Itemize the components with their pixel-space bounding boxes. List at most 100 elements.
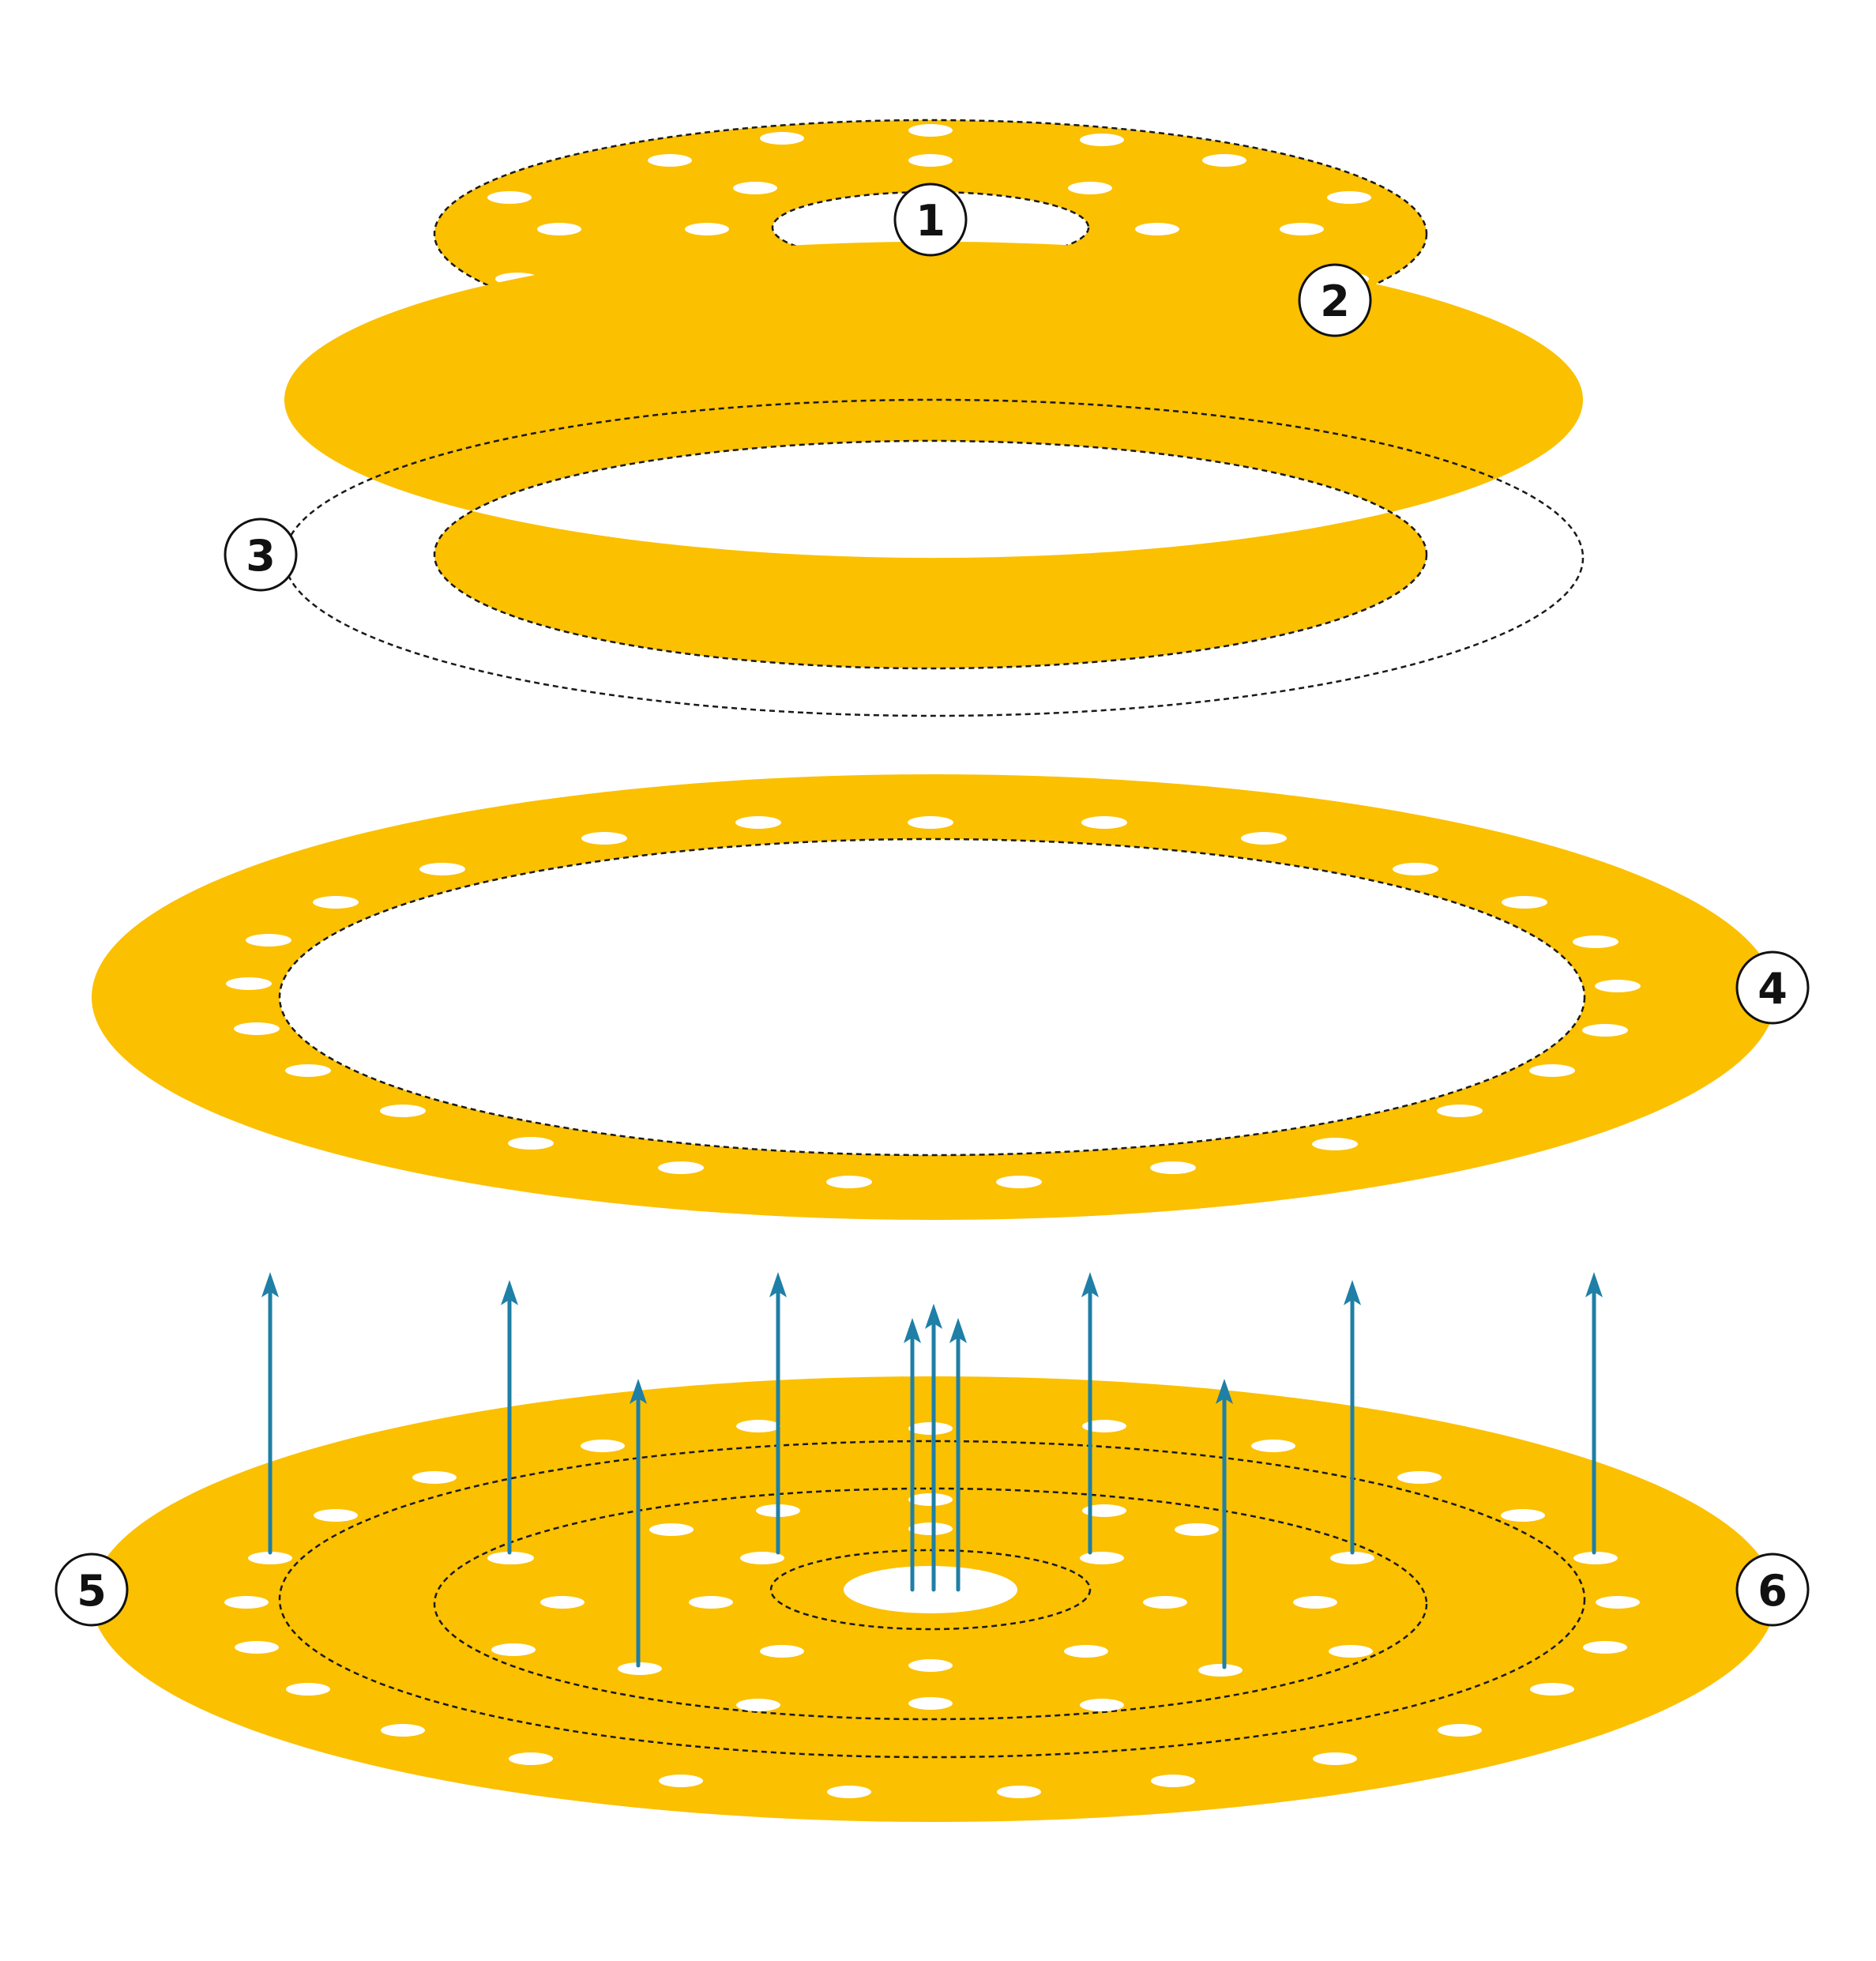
base-disc-hole: [314, 1509, 358, 1522]
base-disc-perforations: [224, 1420, 1640, 1798]
top-disc-hole: [685, 223, 729, 235]
top-disc-hole: [1080, 134, 1124, 146]
perforated-ring-hole: [226, 977, 272, 990]
base-disc-hole: [1596, 1596, 1640, 1609]
callout-1: 1: [893, 183, 968, 257]
perforated-ring-hole: [1595, 980, 1641, 992]
airflow-arrows: [261, 1272, 1603, 1669]
callout-6-label: 6: [1758, 1566, 1788, 1616]
perforated-ring-perforations: [226, 816, 1641, 1188]
perforated-ring-hole: [996, 1176, 1042, 1188]
arrow-up-icon: [261, 1272, 279, 1555]
base-disc-hole: [736, 1420, 780, 1432]
perforated-ring-hole: [419, 863, 465, 875]
perforated-ring-hole: [1150, 1161, 1196, 1174]
callout-3: 3: [224, 518, 298, 592]
base-disc-hole: [1573, 1552, 1618, 1564]
arrow-up-icon: [769, 1272, 787, 1555]
callout-4-label: 4: [1758, 964, 1788, 1014]
base-disc-hole: [540, 1596, 585, 1609]
perforated-ring-hole: [581, 832, 627, 845]
perforated-ring-hole: [234, 1022, 280, 1035]
top-disc-hole: [487, 191, 532, 204]
perforated-ring-hole: [1393, 863, 1438, 875]
base-disc-hole: [1151, 1775, 1195, 1787]
callout-1-label: 1: [915, 196, 946, 246]
perforated-ring-body: [92, 774, 1776, 1220]
layer-perforated-ring: [92, 774, 1776, 1220]
arrow-up-icon: [904, 1318, 921, 1592]
base-disc-hole: [286, 1683, 330, 1696]
perforated-ring-hole: [313, 896, 359, 909]
base-disc-hole: [1313, 1752, 1357, 1765]
top-disc-hole: [908, 124, 953, 137]
solid-ring-body: [284, 241, 1583, 669]
base-disc-hole: [1501, 1509, 1545, 1522]
base-disc-hole: [1530, 1683, 1574, 1696]
layer-solid-ring: [283, 241, 1585, 717]
callouts: 1 2 3 4 5 6: [55, 183, 1810, 1627]
base-disc-hole: [235, 1641, 279, 1654]
base-disc-hole: [659, 1775, 703, 1787]
base-disc-hole: [1583, 1641, 1627, 1654]
base-disc-zone-outline-outer: [278, 1440, 1586, 1759]
base-disc-hole: [1198, 1664, 1243, 1677]
base-disc-hole: [618, 1662, 662, 1675]
arrow-up-icon: [1585, 1272, 1603, 1555]
base-disc-hole: [649, 1523, 694, 1536]
perforated-ring-hole: [1502, 896, 1547, 909]
base-disc-hole: [908, 1697, 953, 1710]
base-disc-hole: [908, 1659, 953, 1672]
perforated-ring-hole: [1582, 1024, 1628, 1037]
perforated-ring-hole: [658, 1161, 704, 1174]
perforated-ring-hole: [380, 1105, 426, 1117]
perforated-ring-inner-outline: [278, 837, 1586, 1157]
base-disc-hole: [1397, 1471, 1442, 1484]
top-disc-hole: [908, 154, 953, 167]
base-disc-hole: [412, 1471, 457, 1484]
base-disc-hole: [1329, 1645, 1373, 1658]
top-disc-hole: [1068, 182, 1112, 194]
perforated-ring-hole: [1437, 1105, 1483, 1117]
base-disc-hole: [1330, 1552, 1374, 1564]
perforated-ring-hole: [1081, 816, 1127, 829]
base-disc-hole: [581, 1440, 625, 1452]
perforated-ring-hole: [1529, 1064, 1575, 1077]
callout-3-label: 3: [246, 531, 276, 581]
base-disc-hole: [827, 1786, 871, 1798]
perforated-ring-hole: [285, 1064, 331, 1077]
perforated-ring-hole: [735, 816, 781, 829]
top-disc-hole: [1327, 191, 1371, 204]
arrow-up-icon: [630, 1379, 647, 1668]
top-disc-outer-outline: [433, 119, 1428, 349]
top-disc-hole: [760, 132, 804, 145]
base-disc-hole: [1438, 1724, 1482, 1737]
arrow-up-icon: [1081, 1272, 1099, 1555]
perforated-ring-hole: [1241, 832, 1287, 845]
base-disc-hole: [224, 1596, 269, 1609]
base-disc-hole: [997, 1786, 1041, 1798]
callout-5-label: 5: [77, 1566, 107, 1616]
perforated-ring-hole: [1573, 935, 1618, 948]
base-disc-hole: [1293, 1596, 1337, 1609]
base-disc-hole: [1143, 1596, 1187, 1609]
perforated-ring-hole: [908, 816, 953, 829]
perforated-ring-hole: [508, 1137, 554, 1150]
base-disc-hole: [1175, 1523, 1219, 1536]
base-disc-hole: [1064, 1645, 1108, 1658]
perforated-ring-hole: [246, 934, 291, 947]
base-disc-hole: [1080, 1699, 1124, 1711]
callout-5: 5: [55, 1553, 129, 1627]
solid-ring-inner-outline: [433, 439, 1428, 670]
arrow-up-icon: [1344, 1280, 1361, 1555]
base-disc-hole: [248, 1552, 292, 1564]
arrow-up-icon: [925, 1304, 942, 1592]
perforated-ring-hole: [1312, 1138, 1358, 1150]
base-disc-hole: [491, 1643, 536, 1656]
top-disc-hole: [648, 154, 692, 167]
top-disc-hole: [1280, 223, 1324, 235]
top-disc-hole: [1202, 154, 1246, 167]
base-disc-hole: [760, 1645, 804, 1658]
arrow-up-icon: [1216, 1379, 1233, 1669]
